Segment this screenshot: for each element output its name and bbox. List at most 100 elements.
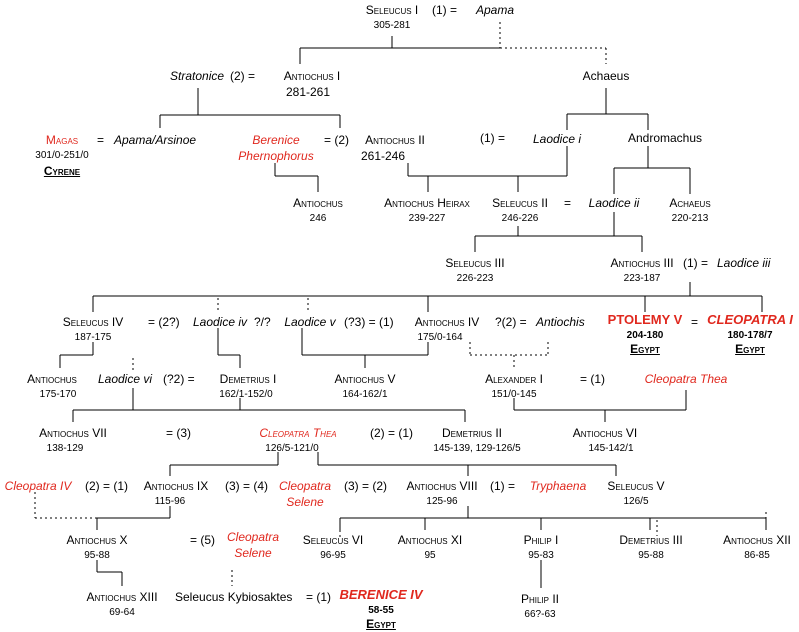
cleopatra-i-realm: Egypt [735,342,765,356]
marriage-stratonice-antiochus-i: (2) = [230,69,256,83]
marriage-cleopatra-selene-antiochus-viii: (3) = (2) [344,479,388,493]
antiochus-vi-name: Antiochus VI [572,426,638,440]
cleopatra-thea-top-name: Cleopatra Thea [644,372,728,386]
antiochus-xi-dates: 95 [424,550,436,561]
achaeus-ii-dates: 220-213 [671,213,709,224]
marriage-seleucus-ii-laodice-ii: = [564,196,572,210]
marriage-antiochus-ii-laodice-i: (1) = [480,131,506,145]
marriage-antiochus-iii-laodice-iii: (1) = [683,256,709,270]
antiochus-iv-dates: 175/0-164 [417,332,463,343]
demetrius-ii-dates: 145-139, 129-126/5 [433,443,521,454]
marriage-ptolemy-cleopatra-i: = [691,315,699,329]
apama-arsinoe-name: Apama/Arsinoe [114,133,197,147]
antiochus-viii-name: Antiochus VIII [406,479,478,493]
seleucus-kybiosaktes-name: Seleucus Kybiosaktes [175,590,293,604]
marriage-seleucus-iv-laodice-iv: = (2?) [148,315,180,329]
seleucus-iii-dates: 226-223 [456,273,494,284]
seleucus-iv-dates: 187-175 [74,332,112,343]
achaeus-name: Achaeus [582,69,630,83]
marriage-seleucus-apama: (1) = [432,3,458,17]
marriage-antiochus-ix-cleopatra-selene: (3) = (4) [225,479,269,493]
marriage-antiochus-x-cleopatra-selene: = (5) [190,533,216,547]
antiochus-xiii-name: Antiochus XIII [86,590,158,604]
marriage-magas-apama: = [97,133,105,147]
antiochus-vii-dates: 138-129 [46,443,84,454]
alexander-i-dates: 151/0-145 [491,389,537,400]
laodice-i-name: Laodice i [532,132,582,146]
marriage-cleopatra-iv-antiochus-ix: (2) = (1) [85,479,129,493]
ptolemy-v-dates: 204-180 [626,330,664,341]
demetrius-iii-dates: 95-88 [638,550,664,561]
marriage-laodice-v-antiochus-iv: (?3) = (1) [344,315,394,329]
antiochus-xii-dates: 86-85 [744,550,770,561]
berenice-iv-dates: 58-55 [368,605,394,616]
antiochus-246-name: Antiochus [293,196,343,210]
cleopatra-i-dates: 180-178/7 [727,330,773,341]
apama-name: Apama [476,3,515,17]
cleopatra-iv-name: Cleopatra IV [4,479,72,493]
marriage-alexander-cleopatra-thea: = (1) [580,372,606,386]
berenice-phernophorus-line2: Phernophorus [238,149,314,163]
berenice-phernophorus-line1: Berenice [252,133,300,147]
antiochus-ix-dates: 115-96 [154,496,186,507]
laodice-v-name: Laodice v [284,315,336,329]
seleucus-iii-name: Seleucus III [445,256,505,270]
philip-i-dates: 95-83 [528,550,554,561]
antiochus-iii-dates: 223-187 [623,273,661,284]
cleopatra-thea-dates: 126/5-121/0 [265,443,319,454]
antiochus-i-dates: 281-261 [285,85,331,99]
marriage-antiochus-iv-antiochis: ?(2) = [495,315,527,329]
antiochus-heirax-name: Antiochus Heirax [384,196,470,210]
laodice-ii-name: Laodice ii [588,196,640,210]
berenice-iv-realm: Egypt [366,617,396,631]
antiochus-v-name: Antiochus V [334,372,396,386]
cleopatra-selene-2-line1: Cleopatra [226,530,280,544]
antiochus-175-dates: 175-170 [39,389,77,400]
berenice-iv-name: BERENICE IV [339,587,423,602]
seleucus-ii-name: Seleucus II [492,196,548,210]
seleucus-v-dates: 126/5 [623,496,649,507]
antiochus-x-name: Antiochus X [66,533,128,547]
stratonice-name: Stratonice [170,69,225,83]
ptolemy-v-name: PTOLEMY V [607,312,683,327]
antiochus-viii-dates: 125-96 [426,496,458,507]
cleopatra-thea-name: Cleopatra Thea [259,426,337,440]
cleopatra-selene-line2: Selene [286,495,324,509]
seleucus-i-name: Seleucus I [365,3,419,17]
marriage-laodice-vi-demetrius-i: (?2) = [163,372,195,386]
marriage-berenice-antiochus-ii: = (2) [324,133,350,147]
demetrius-ii-name: Demetrius II [441,426,503,440]
antiochus-iii-name: Antiochus III [610,256,674,270]
seleucus-ii-dates: 246-226 [501,213,539,224]
cleopatra-i-name: CLEOPATRA I [707,312,793,327]
magas-realm: Cyrene [43,164,81,178]
antiochus-xii-name: Antiochus XII [723,533,791,547]
philip-i-name: Philip I [523,533,559,547]
antiochus-ii-name: Antiochus II [365,133,425,147]
antiochus-246-dates: 246 [309,213,327,224]
magas-dates: 301/0-251/0 [35,150,89,161]
demetrius-iii-name: Demetrius III [619,533,683,547]
philip-ii-name: Philip II [520,592,560,606]
antiochus-vi-dates: 145-142/1 [588,443,634,454]
marriage-cleopatra-thea-demetrius-ii: (2) = (1) [370,426,414,440]
antiochus-x-dates: 95-88 [84,550,110,561]
seleucus-i-dates: 305-281 [373,20,411,31]
antiochus-v-dates: 164-162/1 [342,389,388,400]
antiochus-vii-name: Antiochus VII [39,426,107,440]
antiochus-iv-name: Antiochus IV [414,315,480,329]
ptolemy-v-realm: Egypt [630,342,660,356]
marriage-antiochus-viii-tryphaena: (1) = [490,479,516,493]
demetrius-i-dates: 162/1-152/0 [219,389,273,400]
seleucus-v-name: Seleucus V [607,479,665,493]
seleucus-iv-name: Seleucus IV [62,315,124,329]
antiochus-xiii-dates: 69-64 [109,607,135,618]
marriage-laodice-iv-unknown: ?/? [254,315,271,329]
tryphaena-name: Tryphaena [529,479,587,493]
laodice-iii-name: Laodice iii [717,256,771,270]
achaeus-ii-name: Achaeus [669,196,711,210]
marriage-seleucus-kybiosaktes-berenice-iv: = (1) [306,590,332,604]
cleopatra-selene-line1: Cleopatra [278,479,332,493]
